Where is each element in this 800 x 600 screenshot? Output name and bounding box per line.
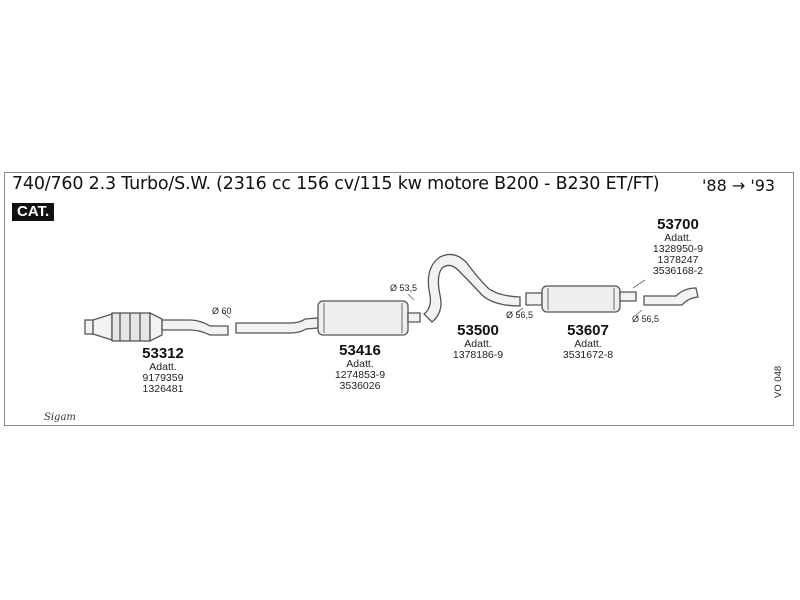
part-ref: 3531672-8 <box>562 349 614 361</box>
diagram-frame <box>4 172 794 426</box>
part-ref: 3536168-2 <box>652 265 704 277</box>
diameter-label-60: Ø 60 <box>212 306 232 316</box>
part-adapter-label: Adatt. <box>664 232 692 244</box>
part-ref: 1378186-9 <box>452 349 504 361</box>
tail-pipe <box>643 287 699 306</box>
front-pipe-muffler <box>235 300 421 336</box>
part-number: 53607 <box>567 322 609 339</box>
part-adapter-label: Adatt. <box>346 358 374 370</box>
brand-logo: Sigam <box>44 412 76 423</box>
part-53312: 53312 Adatt. 9179359 1326481 <box>125 345 201 395</box>
part-ref: 1274853-9 <box>334 369 386 381</box>
part-ref: 1378247 <box>657 254 699 266</box>
part-53700: 53700 Adatt. 1328950-9 1378247 3536168-2 <box>640 216 716 277</box>
part-number: 53312 <box>142 345 184 362</box>
part-adapter-label: Adatt. <box>574 338 602 350</box>
part-number: 53500 <box>457 322 499 339</box>
part-ref: 1326481 <box>142 383 184 395</box>
part-ref: 3536026 <box>339 380 381 392</box>
over-axle-pipe <box>423 253 521 323</box>
catalytic-converter <box>84 311 229 343</box>
cat-badge: CAT. <box>12 203 55 221</box>
part-number: 53700 <box>657 216 699 233</box>
part-53607: 53607 Adatt. 3531672-8 <box>550 322 626 361</box>
diameter-label-56-5-a: Ø 56,5 <box>506 310 534 320</box>
part-ref: 9179359 <box>142 372 184 384</box>
diagram-code: VO 048 <box>773 365 784 398</box>
part-53416: 53416 Adatt. 1274853-9 3536026 <box>322 342 398 392</box>
diameter-label-53-5: Ø 53,5 <box>390 283 418 293</box>
part-53500: 53500 Adatt. 1378186-9 <box>440 322 516 361</box>
part-number: 53416 <box>339 342 381 359</box>
part-adapter-label: Adatt. <box>464 338 492 350</box>
part-ref: 1328950-9 <box>652 243 704 255</box>
year-range: '88 → '93 <box>702 176 776 195</box>
diagram-title: 740/760 2.3 Turbo/S.W. (2316 cc 156 cv/1… <box>12 174 660 194</box>
part-adapter-label: Adatt. <box>149 361 177 373</box>
rear-silencer <box>525 285 637 313</box>
diameter-label-56-5-b: Ø 56,5 <box>632 314 660 324</box>
